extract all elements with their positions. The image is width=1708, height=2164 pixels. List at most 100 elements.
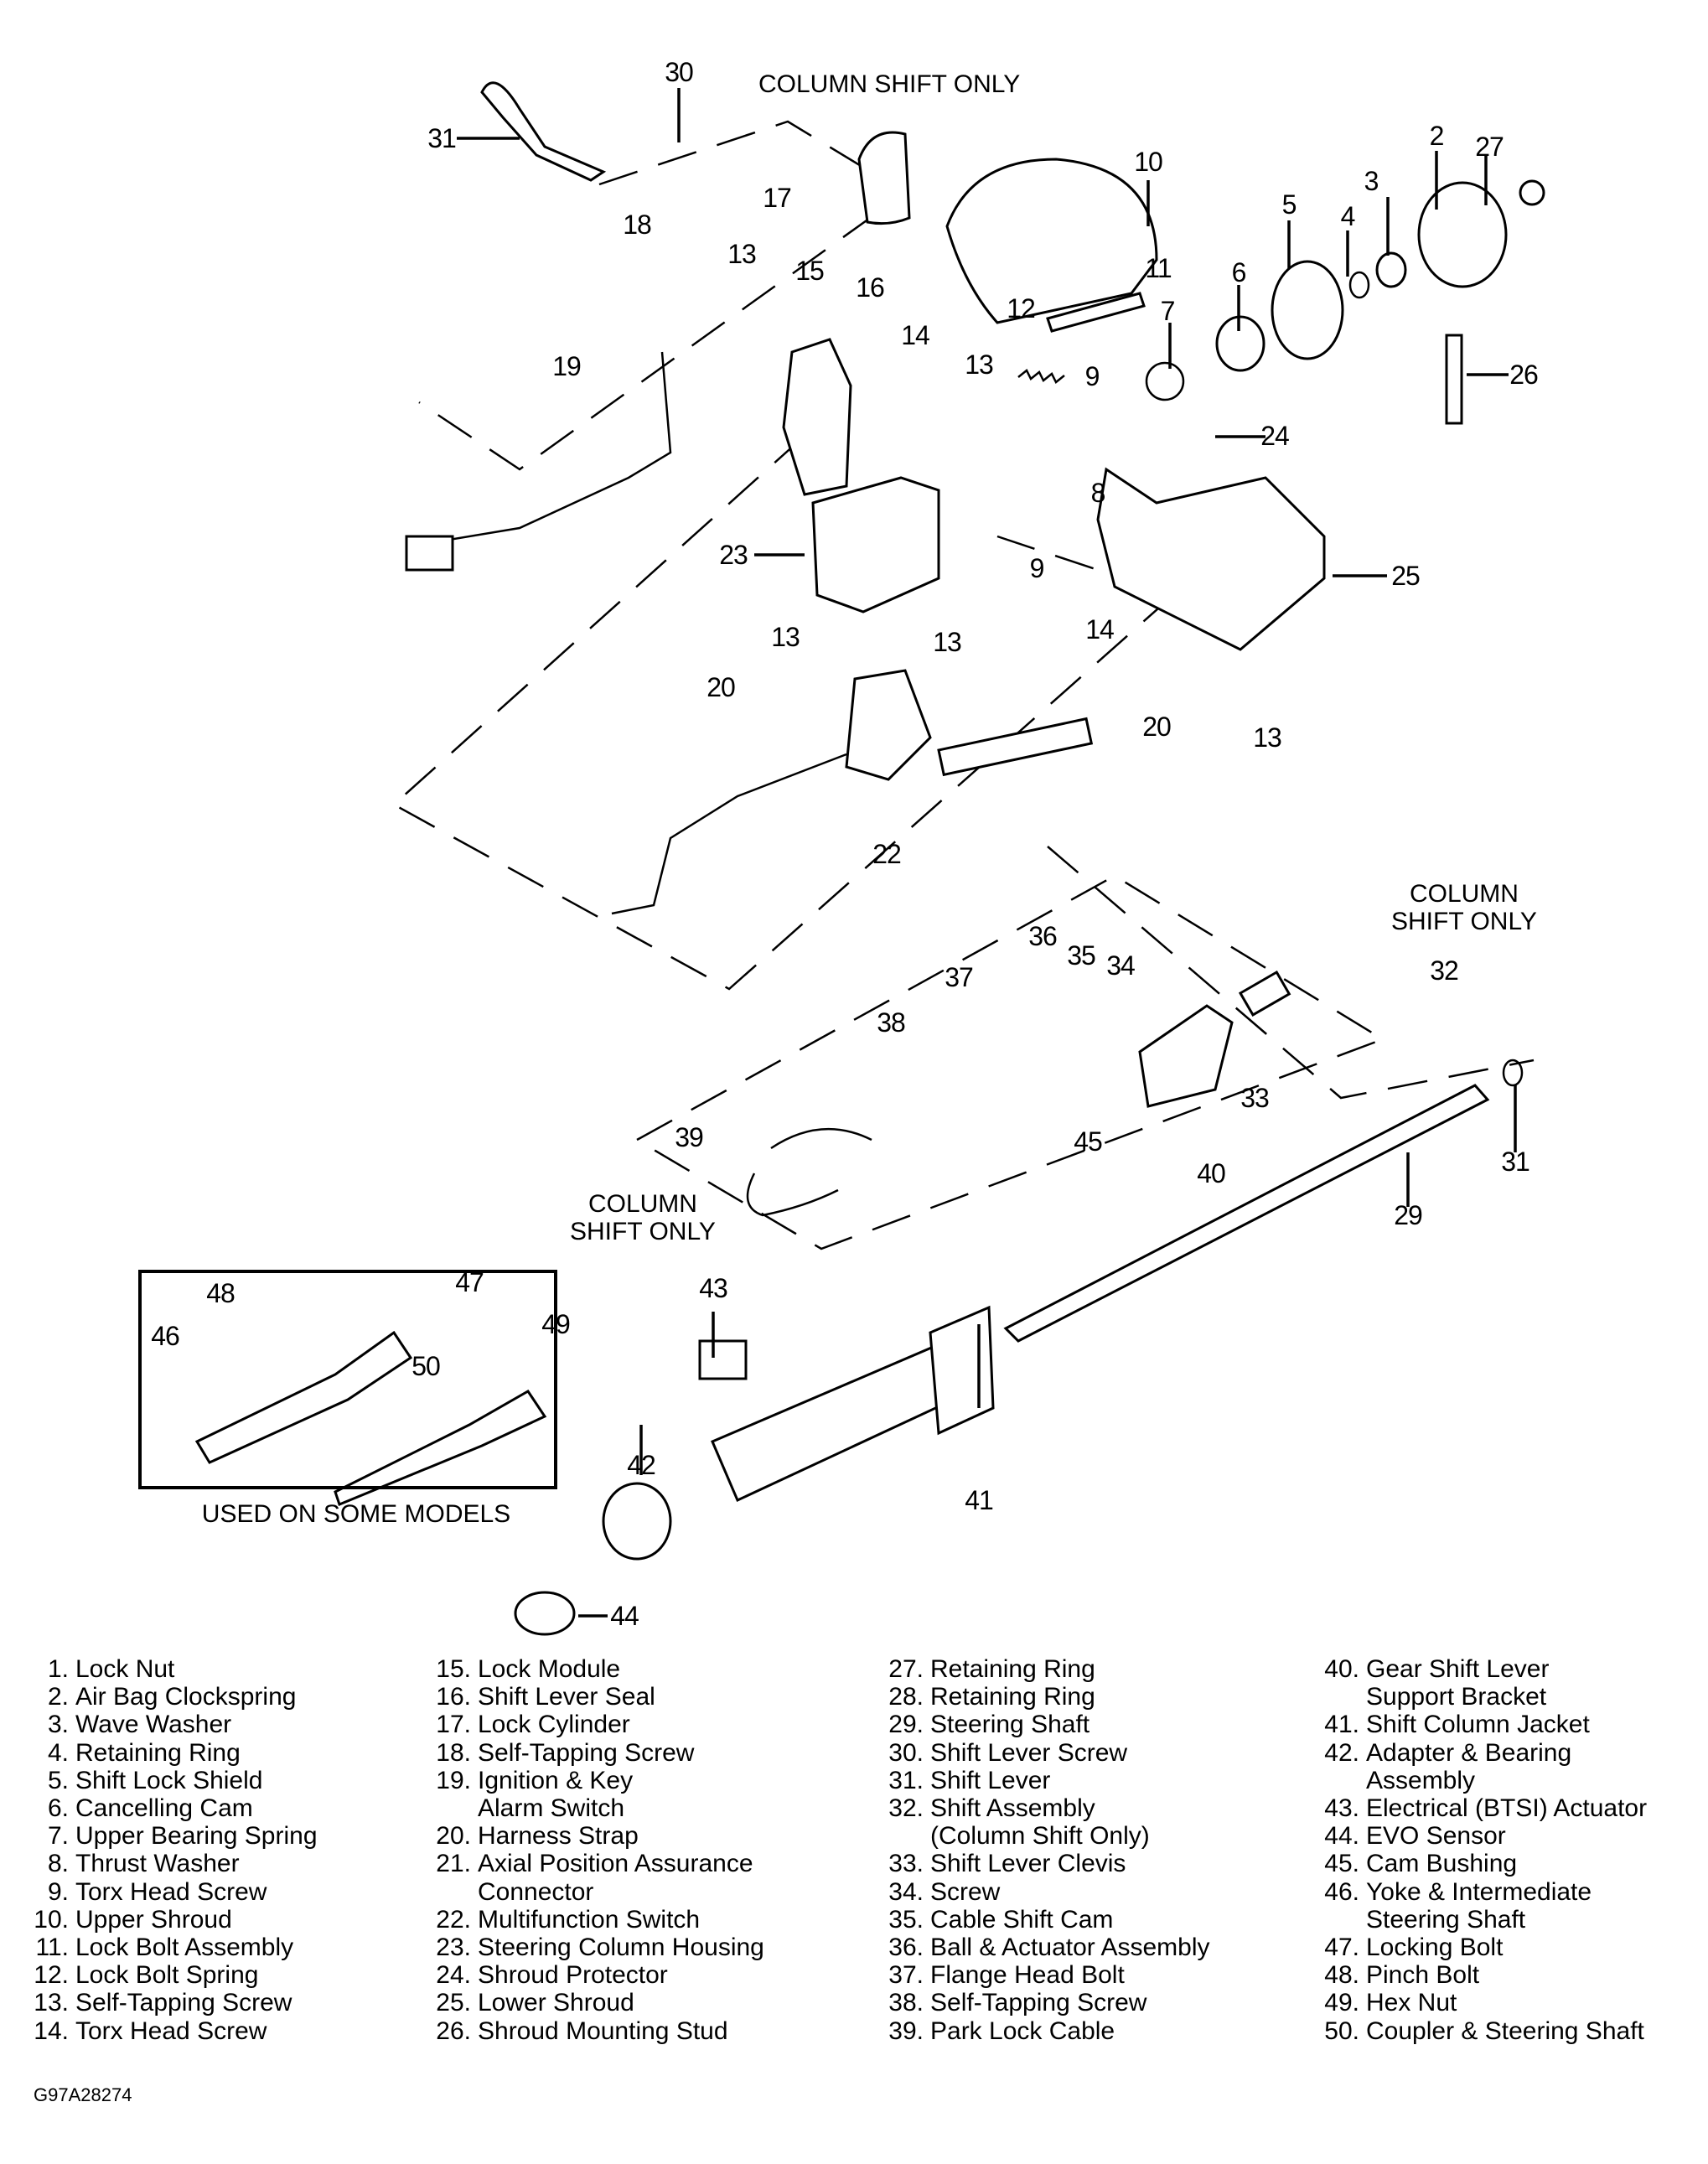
legend-item-label: Upper Bearing Spring — [75, 1822, 318, 1851]
legend-item-label: Retaining Ring — [930, 1655, 1095, 1683]
retaining-ring-part — [1348, 271, 1370, 299]
legend-item-label: Support Bracket — [1366, 1683, 1547, 1711]
legend-item-label: Cancelling Cam — [75, 1794, 253, 1823]
callout-20-right: 20 — [1142, 712, 1172, 742]
callout-2: 2 — [1429, 121, 1445, 151]
callout-14-top: 14 — [901, 320, 930, 350]
legend-item: 3.Wave Washer — [25, 1711, 318, 1738]
legend-item-label: Assembly — [1366, 1766, 1476, 1794]
legend-item: 4.Retaining Ring — [25, 1739, 318, 1767]
legend-item: Assembly — [1316, 1767, 1647, 1794]
legend-item-label: Self-Tapping Screw — [930, 1989, 1147, 2017]
legend-item-number: 24. — [436, 1961, 471, 1990]
legend-item-label: Electrical (BTSI) Actuator — [1366, 1794, 1648, 1823]
legend-item-label: Shift Lever Clevis — [930, 1850, 1126, 1878]
note-left-line2: SHIFT ONLY — [570, 1218, 716, 1245]
callout-37: 37 — [945, 962, 974, 992]
legend-item-label: Locking Bolt — [1366, 1934, 1504, 1962]
legend-item: 1.Lock Nut — [25, 1655, 318, 1683]
callout-13-mfs-left: 13 — [771, 622, 800, 652]
callout-4: 4 — [1340, 201, 1356, 231]
callout-22: 22 — [872, 839, 902, 869]
legend-item-label: Lock Bolt Spring — [75, 1961, 259, 1990]
legend-item: 36.Ball & Actuator Assembly — [880, 1934, 1210, 1962]
callout-27: 27 — [1475, 132, 1504, 162]
legend-item-number: 42. — [1324, 1738, 1359, 1767]
legend-item: 12.Lock Bolt Spring — [25, 1961, 318, 1989]
legend-item-number: 28. — [888, 1683, 924, 1711]
callout-12: 12 — [1007, 293, 1036, 324]
legend-item-label: Cam Bushing — [1366, 1850, 1518, 1878]
shift-lever-clevis-part — [1238, 970, 1291, 1017]
legend-item-label: Connector — [478, 1877, 594, 1906]
callout-35: 35 — [1067, 940, 1096, 971]
legend-item-label: Harness Strap — [478, 1822, 639, 1851]
legend-item: 45.Cam Bushing — [1316, 1850, 1647, 1877]
callout-9-bottom: 9 — [1029, 553, 1045, 583]
legend-item-number: 32. — [888, 1794, 924, 1823]
legend-item-label: Shift Lever — [930, 1766, 1051, 1794]
park-lock-cable-part — [746, 1127, 872, 1217]
legend-item-number: 21. — [436, 1850, 471, 1878]
callout-36: 36 — [1028, 921, 1058, 951]
yoke-intermediate-shaft-part — [194, 1330, 413, 1464]
lock-nut-part — [1519, 179, 1545, 206]
legend-item-label: Retaining Ring — [930, 1683, 1095, 1711]
legend-item-number: 40. — [1324, 1655, 1359, 1683]
legend-item: 42.Adapter & Bearing — [1316, 1739, 1647, 1767]
legend-item-number: 50. — [1324, 2016, 1359, 2045]
legend-item-label: Lock Bolt Assembly — [75, 1934, 294, 1962]
legend-item: 29.Steering Shaft — [880, 1711, 1210, 1738]
legend-item-number: 45. — [1324, 1850, 1359, 1878]
legend-item: 26.Shroud Mounting Stud — [427, 2017, 764, 2045]
ignition-switch-harness-part — [418, 351, 672, 546]
legend-item-label: Gear Shift Lever — [1366, 1655, 1550, 1683]
legend-item-label: Steering Shaft — [930, 1711, 1090, 1739]
column-shift-only-note-top: COLUMN SHIFT ONLY — [758, 70, 1021, 98]
legend-item: 5.Shift Lock Shield — [25, 1767, 318, 1794]
evo-sensor-part — [514, 1591, 576, 1636]
coupler-steering-shaft-part — [334, 1390, 547, 1506]
multifunction-harness-part — [611, 753, 847, 915]
callout-48: 48 — [206, 1278, 235, 1308]
callout-42: 42 — [627, 1450, 656, 1480]
legend-item-number: 35. — [888, 1905, 924, 1934]
legend-item-number: 2. — [47, 1683, 69, 1711]
legend-item-label: Upper Shroud — [75, 1905, 232, 1934]
legend-item-label: Park Lock Cable — [930, 2016, 1115, 2045]
callout-38: 38 — [877, 1007, 906, 1038]
legend-item-number: 6. — [47, 1794, 69, 1823]
ignition-switch-connector-part — [405, 535, 454, 572]
legend-item-number: 12. — [34, 1961, 69, 1990]
legend-item: 22.Multifunction Switch — [427, 1906, 764, 1934]
legend-item-number: 14. — [34, 2016, 69, 2045]
callout-47: 47 — [455, 1267, 484, 1297]
callout-7: 7 — [1160, 296, 1176, 326]
legend-item-label: Wave Washer — [75, 1711, 232, 1739]
legend-item-number: 37. — [888, 1961, 924, 1990]
legend-item-label: Ball & Actuator Assembly — [930, 1934, 1210, 1962]
lock-module-part — [782, 338, 852, 496]
legend-item: 46.Yoke & Intermediate — [1316, 1878, 1647, 1906]
callout-44: 44 — [610, 1601, 639, 1631]
legend-item-label: Shroud Protector — [478, 1961, 668, 1990]
callout-41: 41 — [965, 1485, 994, 1515]
legend-item-label: Flange Head Bolt — [930, 1961, 1125, 1990]
upper-shroud-part — [945, 158, 1158, 324]
legend-item: 6.Cancelling Cam — [25, 1794, 318, 1822]
legend-item-label: Lock Module — [478, 1655, 621, 1683]
legend-item-number: 30. — [888, 1738, 924, 1767]
callout-18: 18 — [623, 210, 652, 240]
legend-item: 16.Shift Lever Seal — [427, 1683, 764, 1711]
legend-item-number: 20. — [436, 1822, 471, 1851]
legend-item: 44.EVO Sensor — [1316, 1822, 1647, 1850]
callout-30: 30 — [665, 57, 694, 87]
legend-item: 41.Shift Column Jacket — [1316, 1711, 1647, 1738]
legend-item-number: 33. — [888, 1850, 924, 1878]
legend-item-label: Axial Position Assurance — [478, 1850, 753, 1878]
legend-item: 17.Lock Cylinder — [427, 1711, 764, 1738]
callout-10: 10 — [1134, 147, 1163, 177]
legend-item-number: 31. — [888, 1766, 924, 1794]
